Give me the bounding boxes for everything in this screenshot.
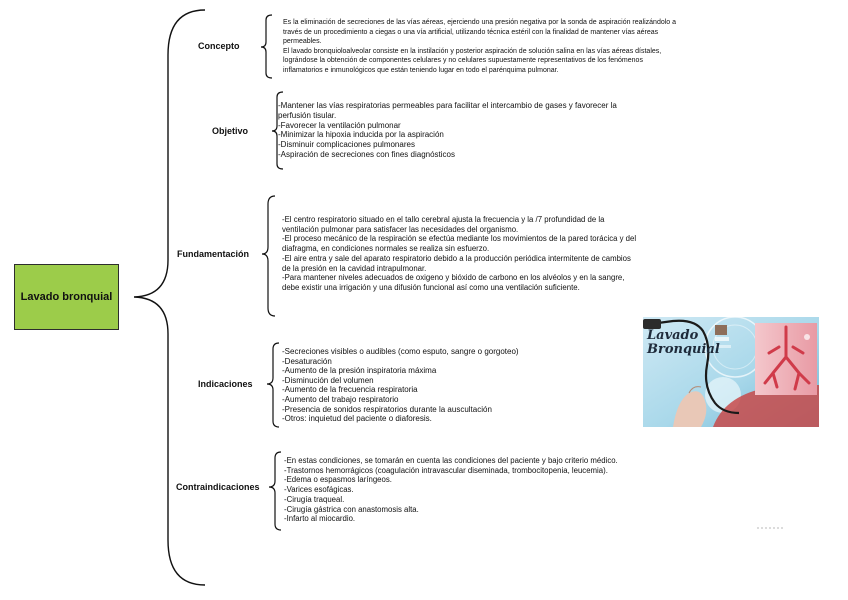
text-line: -Aumento del trabajo respiratorio [282, 394, 399, 404]
text-line: El lavado bronquioloalveolar consiste en… [283, 47, 662, 55]
text-line: -Edema o espasmos laríngeos. [284, 475, 392, 485]
concepto-brace [260, 14, 273, 79]
text-line: -En estas condiciones, se tomarán en cue… [284, 456, 618, 465]
illustration-title: Lavado Bronquial [647, 329, 720, 357]
root-label: Lavado bronquial [20, 291, 113, 303]
indicaciones-brace [266, 342, 280, 428]
text-line: Es la eliminación de secreciones de las … [283, 19, 677, 26]
fundamentacion-label: Fundamentación [177, 249, 250, 259]
bronchial-lavage-illustration: Lavado Bronquial [643, 317, 819, 427]
text-line: -Aumento de la presión inspiratoria máxi… [282, 366, 437, 376]
concepto-text: Es la eliminación de secreciones de las … [283, 18, 676, 76]
text-line: inflamatorios e inmunológicos que están … [283, 66, 559, 74]
fundamentacion-brace [261, 195, 276, 317]
contraindicaciones-label: Contraindicaciones [176, 482, 260, 492]
text-line: de la presión en la cavidad intrapulmona… [282, 263, 427, 273]
text-line: -Mantener las vías respiratorias permeab… [278, 101, 617, 110]
text-line: -Cirugía gástrica con anastomosis alta. [284, 504, 419, 514]
text-line: -El centro respiratorio situado en el ta… [282, 215, 605, 224]
concepto-label: Concepto [198, 41, 240, 51]
objetivo-text: -Mantener las vías respiratorias permeab… [278, 101, 617, 160]
main-brace [133, 9, 206, 586]
text-line: -Presencia de sonidos respiratorios dura… [282, 404, 492, 414]
text-line: ventilación pulmonar para satisfacer las… [282, 224, 519, 234]
objetivo-label: Objetivo [212, 126, 249, 136]
objetivo-brace [271, 91, 284, 170]
text-line: -Secreciones visibles o audibles (como e… [282, 347, 519, 356]
text-line: -Otros: inquietud del paciente o diafore… [282, 414, 432, 424]
text-line: -El proceso mecánico de la respiración s… [282, 234, 637, 244]
text-line: -Disminución del volumen [282, 375, 374, 385]
text-line: permeables. [283, 38, 322, 46]
text-line: través de un procedimiento a ciegas o un… [283, 28, 659, 36]
text-line: -Varices esofágicas. [284, 485, 354, 495]
illustration-title-line: Lavado [647, 328, 699, 343]
indicaciones-text: -Secreciones visibles o audibles (como e… [282, 347, 519, 424]
text-line: debe existir una irrigación y una difusi… [282, 282, 580, 292]
text-line: -Infarto al miocardio. [284, 514, 356, 524]
indicaciones-label: Indicaciones [198, 379, 253, 389]
contraindicaciones-brace [268, 451, 282, 531]
contraindicaciones-text: -En estas condiciones, se tomarán en cue… [284, 456, 618, 524]
text-line: -Trastornos hemorrágicos (coagulación in… [284, 465, 608, 475]
text-line: lográndose la obtención de componentes c… [283, 57, 643, 65]
text-line: -Minimizar la hipoxia inducida por la as… [278, 130, 444, 140]
text-line: -Aumento de la frecuencia respiratoria [282, 385, 418, 395]
text-line: -Desaturación [282, 356, 332, 366]
text-line: -Disminuir complicaciones pulmonares [278, 140, 415, 150]
text-line: -Cirugía traqueal. [284, 494, 345, 504]
text-line: perfusión tisular. [278, 110, 337, 120]
root-node: Lavado bronquial [14, 264, 119, 330]
text-line: -Aspiración de secreciones con fines dia… [278, 149, 455, 159]
fundamentacion-text: -El centro respiratorio situado en el ta… [282, 215, 636, 293]
text-line: -Para mantener niveles adecuados de oxig… [282, 273, 625, 283]
text-line: diafragma, en condiciones normales se re… [282, 244, 490, 254]
text-line: -Favorecer la ventilación pulmonar [278, 120, 401, 130]
illustration-title-line: Bronquial [647, 342, 720, 357]
illustration-graphic [643, 317, 819, 427]
text-line: -El aire entra y sale del aparato respir… [282, 253, 631, 263]
